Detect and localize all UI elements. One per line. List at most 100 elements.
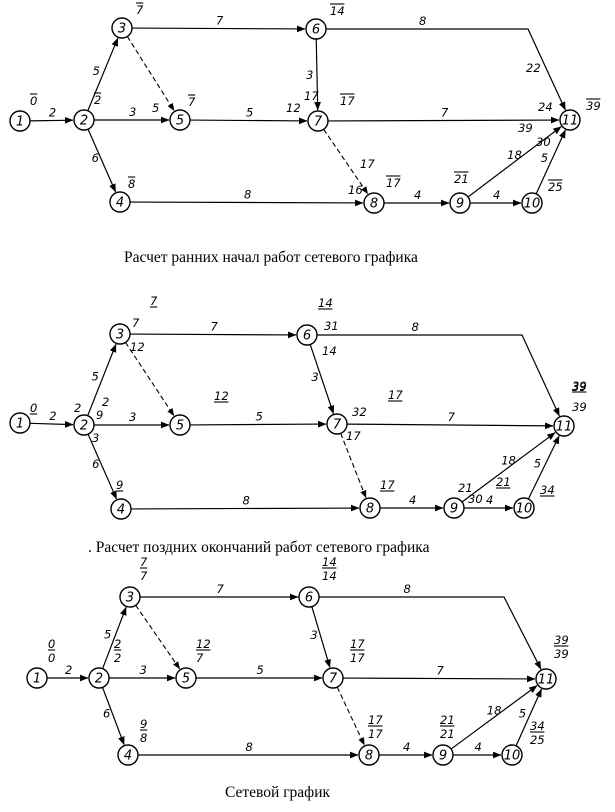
final-duration-3-6: 7 [217,582,225,596]
final-event-node-7: 7 [322,667,344,689]
late-event-node-2: 2 [73,414,95,436]
late-annotation-2-a: 2 [102,395,109,409]
early-start-value-5: 7 [188,95,196,109]
late-annotation-6-d: 14 [322,344,337,358]
final-event-number-2: 2 [95,672,103,687]
final-late-5: 7 [196,651,204,665]
late-annotation-2-b: 2 [74,401,81,415]
early-event-number-7: 7 [314,115,323,130]
early-event-number-6: 6 [312,23,320,38]
late-finish-value-5: 12 [214,389,229,403]
final-activity-7-11 [342,675,536,683]
early-activity-2-3 [87,37,119,111]
early-duration-5-7: 5 [246,106,253,120]
early-start-value-8: 17 [386,176,401,190]
final-activity-7-8 [336,686,365,746]
final-late-6: 14 [322,569,337,583]
late-finish-value-4: 9 [116,478,123,492]
final-early-8: 17 [368,713,383,727]
early-event-node-11: 11 [559,109,581,131]
final-late-2: 2 [114,651,121,665]
final-event-node-6: 6 [298,586,320,608]
late-annotation-7-d: 17 [346,429,361,443]
early-annotation-11-d: 30 [536,135,551,149]
late-annotation-9-a: 21 [458,481,473,495]
early-duration-6-7: 3 [306,68,313,82]
late-event-number-11: 11 [556,420,573,435]
early-event-node-10: 10 [521,192,543,214]
early-activity-1-2 [29,116,74,124]
late-duration-3-6: 7 [211,320,219,334]
late-event-number-5: 5 [176,419,184,434]
early-annotation-11-b: 24 [538,100,553,114]
late-activity-7-8 [340,433,367,499]
final-activity-6-11 [319,596,542,670]
late-event-number-10: 10 [516,502,533,517]
late-event-node-9: 9 [443,497,465,519]
final-event-node-9: 9 [432,744,454,766]
early-event-node-6: 6 [305,18,327,40]
final-event-number-6: 6 [305,591,313,606]
final-late-7: 17 [350,651,365,665]
final-event-number-4: 4 [124,749,132,764]
late-event-number-3: 3 [116,328,124,343]
early-event-node-3: 3 [111,17,133,39]
final-early-11: 39 [554,633,569,647]
late-event-number-2: 2 [80,419,88,434]
final-duration-1-2: 2 [65,663,72,677]
early-activity-2-4 [87,128,117,193]
final-duration-9-11: 18 [487,704,502,718]
early-duration-9-10: 4 [493,188,500,202]
late-finish-value-9: 21 [496,475,511,489]
early-start-value-1: 0 [30,94,37,108]
late-finish-value-7: 17 [388,388,403,402]
late-event-node-6: 6 [296,324,318,346]
final-event-node-2: 2 [88,667,110,689]
final-early-7: 17 [350,637,365,651]
final-activity-9-11 [450,685,538,750]
late-event-node-7: 7 [326,413,348,435]
final-early-9: 21 [440,713,455,727]
late-activity-3-5 [125,342,175,417]
late-annotation-3-d: 12 [130,340,145,354]
late-duration-1-2: 2 [49,409,56,423]
final-activity-2-3 [102,606,127,669]
final-activity-3-5 [135,604,181,670]
late-duration-2-3: 5 [92,370,99,384]
late-activity-5-7 [189,420,327,428]
early-event-number-4: 4 [116,196,124,211]
final-late-1: 0 [48,651,55,665]
final-early-6: 14 [322,555,337,569]
final-event-number-1: 1 [33,672,41,687]
late-event-number-7: 7 [333,418,342,433]
late-event-node-3: 3 [109,323,131,345]
caption-early-start: Расчет ранних начал работ сетевого графи… [124,249,418,266]
early-event-number-2: 2 [80,114,88,129]
early-activity-6-7 [314,38,321,111]
late-duration-9-11: 18 [501,454,516,468]
early-start-value-4: 8 [128,177,135,191]
late-finish-value-10: 34 [540,483,555,497]
final-early-4: 9 [140,717,147,731]
final-duration-7-11: 7 [437,664,445,678]
early-event-number-3: 3 [118,22,126,37]
caption-late-finish: . Расчет поздних окончаний работ сетевог… [88,539,430,556]
final-activity-2-4 [101,687,125,746]
early-duration-4-8: 8 [244,188,251,202]
late-annotation-3-r: 7 [132,316,140,330]
early-duration-3-6: 7 [216,14,224,28]
early-activity-3-5 [126,36,175,112]
early-event-number-8: 8 [370,197,378,212]
early-event-number-10: 10 [524,197,541,212]
late-event-number-9: 9 [450,502,458,517]
late-activity-6-7 [309,344,335,414]
final-duration-5-7: 5 [257,663,264,677]
final-duration-6-7: 3 [310,628,317,642]
final-event-number-10: 10 [504,749,521,764]
final-early-2: 2 [114,637,121,651]
final-event-node-4: 4 [117,744,139,766]
late-finish-value-11: 39 [572,379,587,393]
late-event-node-5: 5 [169,414,191,436]
final-event-node-8: 8 [358,744,380,766]
late-activity-10-11 [527,435,560,500]
